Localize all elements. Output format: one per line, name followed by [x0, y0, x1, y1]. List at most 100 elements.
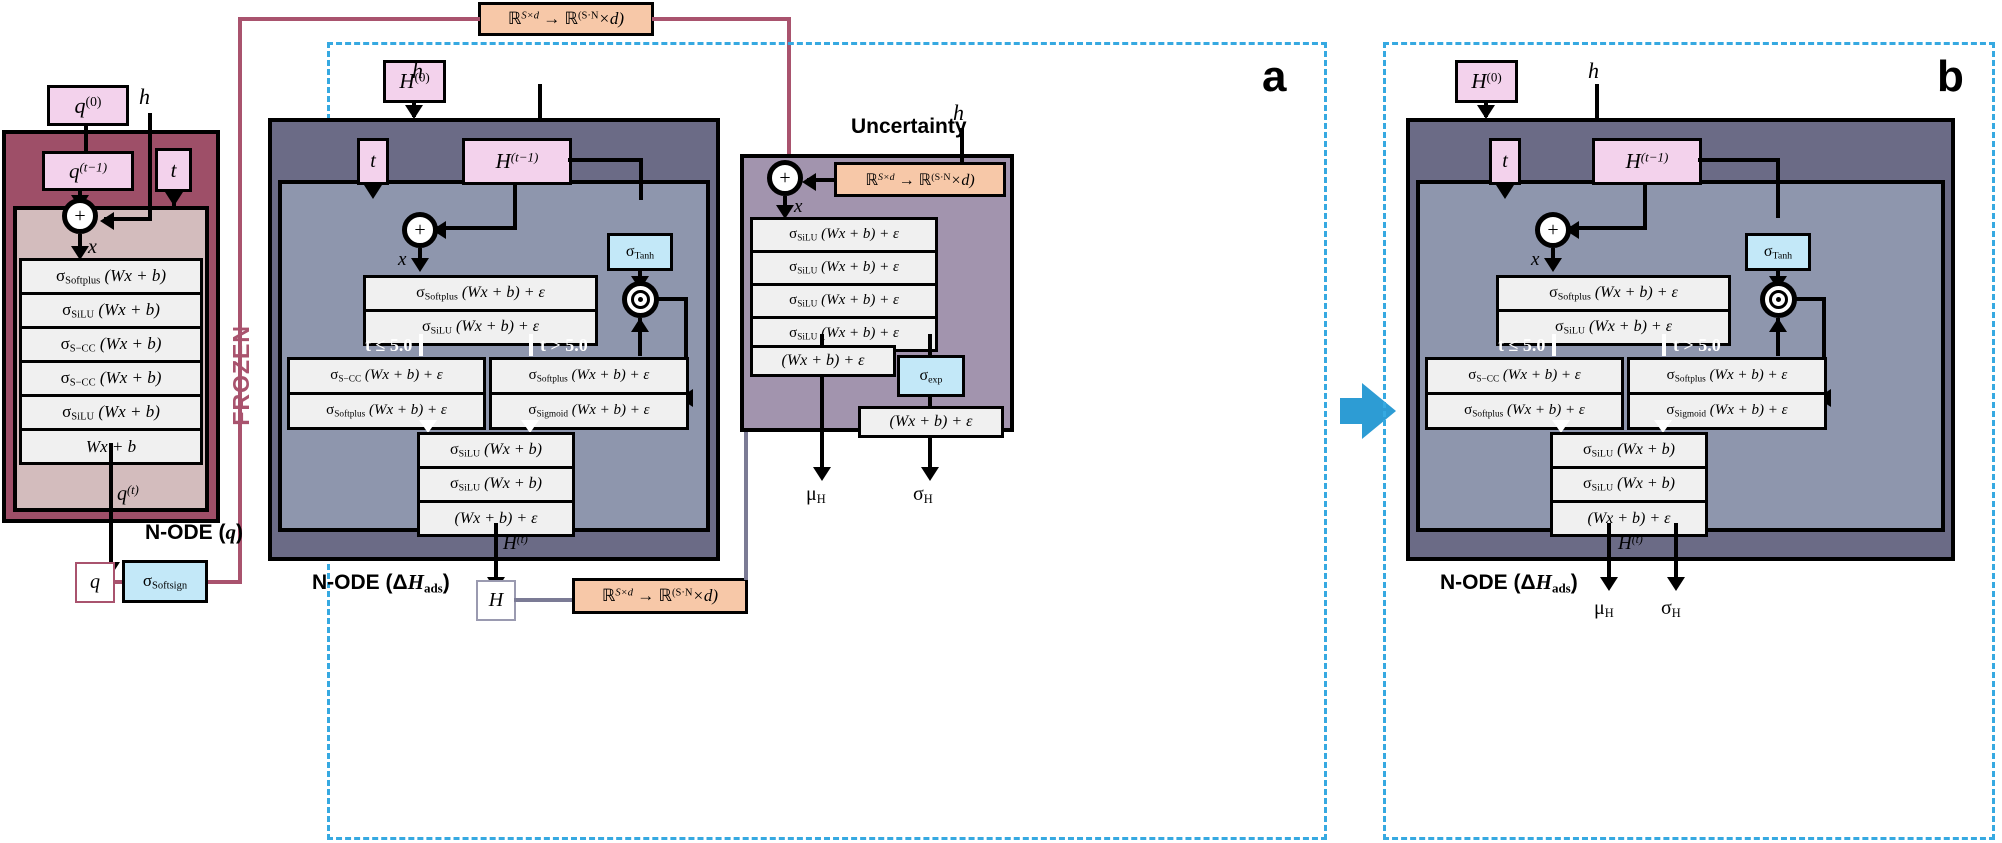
- H-to-reshape-line: [514, 598, 576, 602]
- mu-out-line: [820, 377, 824, 477]
- h-line-left-arrow: [100, 212, 114, 230]
- q-layer-label: σSoftplus (Wx + b): [55, 266, 167, 287]
- mu-line-b: [1607, 523, 1611, 587]
- trunk-layer-label: σSoftplus (Wx + b) + ε: [1549, 284, 1678, 303]
- out-layer-label: (Wx + b) + ε: [1587, 509, 1671, 527]
- h-label-a: h: [412, 58, 423, 83]
- trunk-layer-label: σSoftplus (Wx + b) + ε: [416, 284, 545, 303]
- add-circle-unc-label: +: [779, 166, 791, 189]
- Ht1-right-a: [568, 158, 643, 162]
- q-to-softsign-line: [113, 580, 125, 584]
- panel-a-letter: a: [1262, 52, 1287, 101]
- tanh-box-b: σTanh: [1745, 233, 1811, 271]
- qt1-label: q(t−1): [68, 158, 108, 183]
- branch-left-layer-label: σSoftplus (Wx + b) + ε: [1464, 402, 1585, 420]
- trunk-layer: σSiLU (Wx + b) + ε: [1496, 309, 1731, 346]
- cond-le-label-a: t ≤ 5.0: [365, 335, 413, 355]
- q-layer: σSoftplus (Wx + b): [19, 258, 203, 295]
- rbranch-up-b: [1776, 318, 1780, 356]
- out-layer: σSiLU (Wx + b): [1550, 432, 1708, 469]
- trunk-stack-b: σSoftplus (Wx + b) + ε σSiLU (Wx + b) + …: [1496, 275, 1731, 346]
- out-layer: (Wx + b) + ε: [1550, 500, 1708, 537]
- pink-wire-h-bottom: [208, 580, 242, 584]
- panel-b-letter: b: [1937, 52, 1964, 101]
- plus-to-stack-left-arrow: [71, 246, 89, 260]
- plus-down-arrow-a: [411, 258, 429, 272]
- add-circle-b: +: [1535, 212, 1571, 248]
- out-stack-b: σSiLU (Wx + b) σSiLU (Wx + b) (Wx + b) +…: [1550, 432, 1708, 537]
- q-layer: σSiLU (Wx + b): [19, 292, 203, 329]
- reshape-box-bottom: ℝS×d → ℝ(S·N×d): [572, 578, 748, 614]
- sigma-arrow-b: [1667, 577, 1685, 591]
- t-box-b: t: [1489, 138, 1521, 185]
- H0-label-a: H(0): [399, 69, 430, 93]
- reshape-box-unc: ℝS×d → ℝ(S·N×d): [834, 162, 1006, 197]
- add-circle-unc: +: [767, 160, 803, 196]
- unc-layer: σSiLU (Wx + b) + ε: [750, 283, 938, 319]
- unc-to-mu-line: [820, 334, 824, 346]
- exp-label: σexp: [919, 366, 943, 386]
- node-q-title: N-ODE (q): [145, 520, 243, 544]
- tanh-label-b: σTanh: [1763, 242, 1793, 262]
- add-circle-b-label: +: [1547, 218, 1559, 241]
- tanh-label-a: σTanh: [625, 242, 655, 262]
- t-label-b: t: [1502, 150, 1508, 172]
- softsign-box: σSoftsign: [122, 560, 208, 603]
- node-h-title-a: N-ODE (ΔHads): [312, 570, 450, 596]
- q-layer-label: σS−CC (Wx + b): [60, 368, 162, 389]
- cond-bar-right-a: [529, 334, 533, 356]
- hadamard-circle-b: [1760, 281, 1797, 318]
- uncertainty-stack: σSiLU (Wx + b) + ε σSiLU (Wx + b) + ε σS…: [750, 217, 938, 352]
- sigma-line-b: [1674, 523, 1678, 587]
- out-layer-label: σSiLU (Wx + b): [1583, 475, 1675, 494]
- trunk-layer: σSoftplus (Wx + b) + ε: [1496, 275, 1731, 312]
- mu-H-label-b: μH: [1594, 597, 1614, 621]
- H-output-box-a: H: [476, 580, 516, 621]
- add-circle-left-label: +: [74, 204, 86, 227]
- Ht1-right-b: [1698, 158, 1780, 162]
- cond-bar-right-b: [1662, 334, 1666, 356]
- uncertainty-title: Uncertainty: [851, 115, 967, 138]
- pink-wire-v-left: [238, 19, 242, 584]
- H0-box-b: H(0): [1455, 60, 1518, 103]
- branch-left-layer: σS−CC (Wx + b) + ε: [287, 357, 486, 395]
- t-arrow-a: [364, 185, 382, 199]
- unc-mu-layer: (Wx + b) + ε: [750, 345, 896, 377]
- mu-H-label-a: μH: [806, 483, 826, 507]
- h-label-b: h: [1588, 58, 1599, 83]
- t-box-a: t: [357, 138, 389, 185]
- branch-left-layer: σSoftplus (Wx + b) + ε: [1425, 392, 1624, 430]
- sigma-H-label-a: σH: [913, 483, 933, 507]
- q-layer: σS−CC (Wx + b): [19, 360, 203, 397]
- unc-layer-label: σSiLU (Wx + b) + ε: [789, 226, 899, 244]
- tanh-box-a: σTanh: [607, 233, 673, 271]
- Ht-label-b: H(t): [1618, 533, 1643, 554]
- x-label-unc: x: [794, 196, 803, 217]
- q-layer-label: σS−CC (Wx + b): [60, 334, 162, 355]
- branch-left-layer-label: σSoftplus (Wx + b) + ε: [326, 402, 447, 420]
- hadamard-right-down-b: [1822, 297, 1826, 396]
- unc-mu-layer-label: (Wx + b) + ε: [781, 352, 865, 369]
- t-box-left: t: [155, 148, 192, 192]
- branch-left-stack-b: σS−CC (Wx + b) + ε σSoftplus (Wx + b) + …: [1425, 357, 1624, 430]
- pink-wire-h-top-left: [238, 17, 480, 21]
- add-circle-a-label: +: [414, 218, 426, 241]
- reshape-label-top: ℝS×d → ℝ(S·N×d): [507, 9, 625, 28]
- cond-bar-left-b: [1552, 334, 1556, 356]
- unc-layer-label: σSiLU (Wx + b) + ε: [789, 292, 899, 310]
- h-line-left-v: [148, 113, 152, 221]
- branch-right-stack-a: σSoftplus (Wx + b) + ε σSigmoid (Wx + b)…: [489, 357, 689, 430]
- out-layer: σSiLU (Wx + b): [417, 466, 575, 503]
- branch-right-layer: σSoftplus (Wx + b) + ε: [489, 357, 689, 395]
- sigma-out-arrow: [921, 467, 939, 481]
- h-line-unc: [960, 128, 964, 164]
- out-layer: σSiLU (Wx + b): [1550, 466, 1708, 503]
- out-layer: (Wx + b) + ε: [417, 500, 575, 537]
- reshape-unc-arrow: [802, 173, 816, 191]
- H0-arrow-a: [405, 105, 423, 119]
- reshape-label-bottom: ℝS×d → ℝ(S·N×d): [601, 586, 719, 605]
- hadamard-right-a: [657, 297, 688, 301]
- node-h-title-b: N-ODE (ΔHads): [1440, 570, 1578, 596]
- t-label-a: t: [370, 150, 376, 172]
